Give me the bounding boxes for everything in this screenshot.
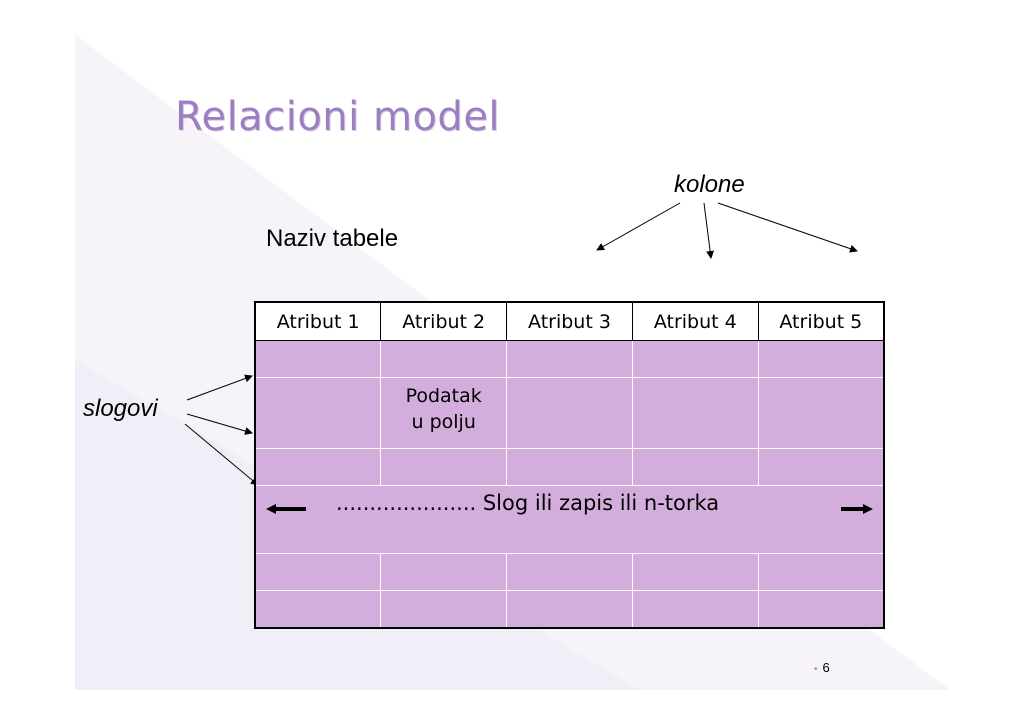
table-name-label: Naziv tabele [266,225,399,252]
arrow-left-icon [266,504,306,514]
page-number-value: 6 [822,660,830,675]
table-row [254,553,885,591]
table-row [254,590,885,629]
table-cell [380,553,508,591]
table-cell [254,448,382,486]
table-cell [631,340,759,378]
column-header: Atribut 5 [757,301,885,341]
table-cell [254,553,382,591]
bullet-icon: • [814,664,818,675]
table-cell [506,590,633,629]
table-cell [380,340,508,378]
field-value-cell: Podatak u polju [380,377,508,449]
page-number: •6 [814,660,830,675]
column-header: Atribut 3 [506,301,633,341]
column-header: Atribut 4 [631,301,759,341]
table-cell [757,553,885,591]
table-cell [757,377,885,449]
table-cell [757,448,885,486]
table-cell [254,590,382,629]
relation-table: Atribut 1 Atribut 2 Atribut 3 Atribut 4 … [254,301,885,629]
record-row: ..................... Slog ili zapis ili… [254,485,885,554]
table-row [254,340,885,378]
table-cell [254,340,382,378]
table-cell [506,340,633,378]
table-cell [631,377,759,449]
page-title: Relacioni model [175,94,501,140]
table-cell [254,377,382,449]
table-row: Podatak u polju [254,377,885,449]
table-cell [506,553,633,591]
field-value-line: u polju [411,411,476,433]
columns-label: kolone [674,171,745,198]
table-cell [380,448,508,486]
column-header: Atribut 1 [254,301,382,341]
table-cell [506,448,633,486]
table-cell [631,590,759,629]
column-header: Atribut 2 [380,301,508,341]
table-header-row: Atribut 1 Atribut 2 Atribut 3 Atribut 4 … [254,301,885,341]
table-cell [757,590,885,629]
arrow-right-icon [841,504,873,514]
rows-label: slogovi [83,395,158,422]
record-label: ..................... Slog ili zapis ili… [336,491,720,515]
table-row [254,448,885,486]
table-cell [380,590,508,629]
record-cell: ..................... Slog ili zapis ili… [254,485,885,554]
table-cell [757,340,885,378]
table-cell [631,448,759,486]
field-value-line: Podatak [405,385,482,407]
table-cell [506,377,633,449]
table-cell [631,553,759,591]
